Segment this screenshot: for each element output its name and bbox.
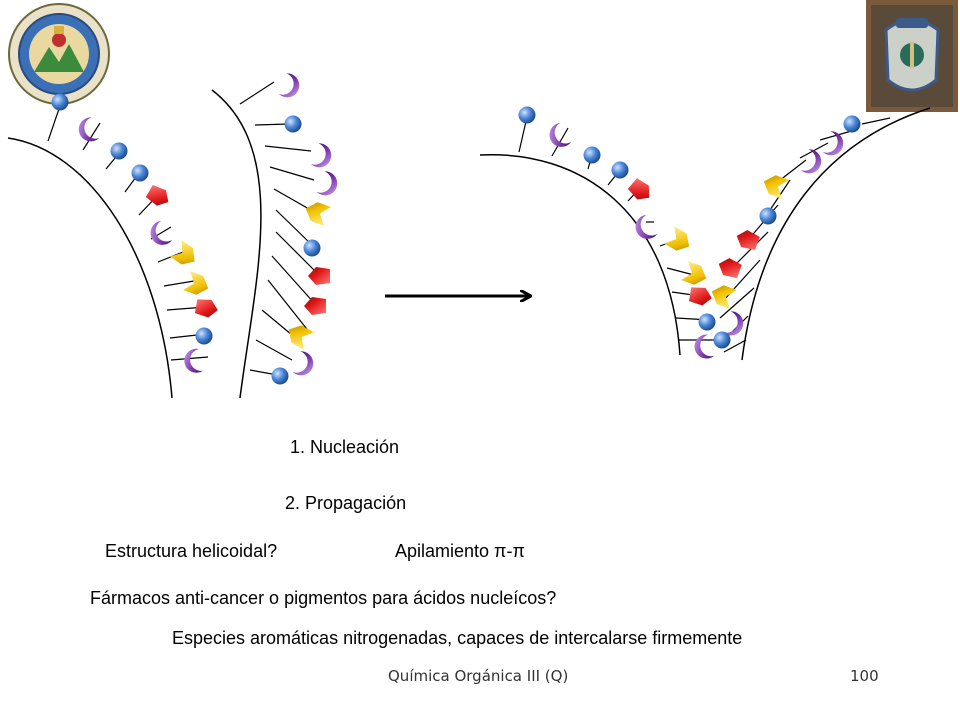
nucleation-label: 1. Nucleación	[290, 437, 400, 457]
base-rung-line	[267, 279, 311, 334]
base-rung-line	[861, 117, 891, 125]
sphere-icon	[611, 161, 629, 179]
base-rung-line	[719, 287, 755, 319]
base-rung-line	[723, 339, 747, 353]
sphere-icon	[284, 115, 302, 133]
faculty-emblem-logo	[866, 0, 958, 112]
sphere-icon	[51, 93, 69, 111]
crescent-icon	[800, 149, 822, 174]
sphere-icon	[195, 327, 213, 345]
chevron-icon	[664, 226, 690, 251]
base-rung-line	[157, 251, 184, 263]
crescent-icon	[635, 214, 658, 239]
pentagon-icon	[718, 258, 742, 278]
base-rung-line	[163, 280, 195, 287]
base-rung-line	[271, 255, 316, 305]
footer-page-number: 100	[850, 667, 879, 685]
base-rung-line	[275, 209, 313, 246]
crescent-icon	[150, 220, 173, 245]
crescent-icon	[278, 73, 300, 98]
pentagon-icon	[145, 184, 169, 206]
crescent-icon	[184, 348, 203, 373]
crescent-icon	[822, 131, 844, 156]
drugs-question-label: Fármacos anti-cancer o pigmentos para ác…	[90, 588, 557, 608]
pentagon-icon	[627, 178, 650, 200]
pentagon-icon	[304, 297, 326, 315]
stacking-label: Apilamiento π-π	[395, 541, 525, 561]
sphere-icon	[110, 142, 128, 160]
sphere-icon	[518, 106, 536, 124]
university-seal-logo	[8, 3, 110, 105]
base-rung-line	[269, 166, 315, 181]
chevron-icon	[305, 202, 331, 226]
aromatic-species-label: Especies aromáticas nitrogenadas, capace…	[172, 628, 743, 648]
crescent-icon	[292, 351, 314, 376]
base-rung-line	[47, 105, 61, 142]
sphere-icon	[698, 313, 716, 331]
strand-1-backbone	[7, 137, 173, 399]
crescent-icon	[310, 143, 332, 168]
pentagon-icon	[308, 267, 330, 285]
chevron-icon	[288, 325, 314, 350]
base-rung-line	[254, 123, 290, 126]
strand-3-backbone	[479, 154, 681, 356]
propagation-label: 2. Propagación	[285, 493, 407, 513]
base-rung-line	[82, 122, 101, 151]
chevron-icon	[711, 285, 737, 309]
sphere-icon	[583, 146, 601, 164]
pentagon-icon	[688, 287, 712, 306]
base-rung-line	[264, 145, 312, 152]
helix-question-label: Estructura helicoidal?	[105, 541, 278, 561]
sphere-icon	[271, 367, 289, 385]
sphere-icon	[843, 115, 861, 133]
chevron-icon	[763, 175, 789, 199]
crescent-icon	[78, 117, 100, 142]
footer-course: Química Orgánica III (Q)	[388, 667, 569, 685]
chevron-icon	[170, 240, 195, 265]
base-rung-line	[666, 267, 695, 276]
chevron-icon	[681, 261, 707, 285]
crescent-icon	[722, 311, 744, 336]
pentagon-icon	[736, 230, 760, 250]
sphere-icon	[759, 207, 777, 225]
sphere-icon	[303, 239, 321, 257]
crescent-icon	[549, 122, 572, 147]
pentagon-icon	[194, 299, 218, 318]
base-rung-line	[239, 81, 275, 105]
base-rung-line	[275, 231, 319, 275]
strand-2-backbone	[211, 89, 262, 399]
crescent-icon	[694, 334, 715, 359]
chevron-icon	[183, 271, 209, 295]
sphere-icon	[713, 331, 731, 349]
crescent-icon	[316, 171, 338, 196]
strand-4-backbone	[741, 107, 931, 361]
sphere-icon	[131, 164, 149, 182]
base-rung-line	[255, 339, 293, 361]
